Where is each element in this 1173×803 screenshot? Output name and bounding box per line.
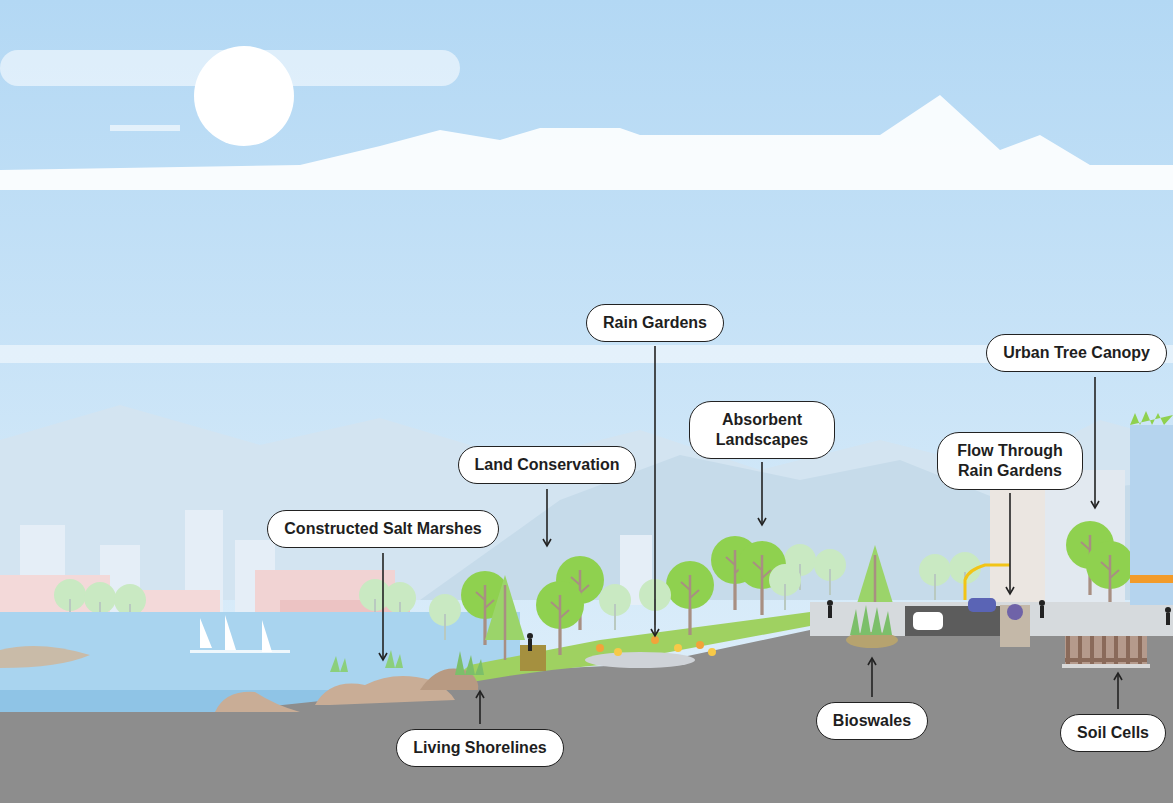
- rocky-shoreline: [215, 650, 484, 712]
- callout-text: Flow Through Rain Gardens: [954, 441, 1066, 481]
- leader-line: [479, 691, 481, 724]
- callout-label: Living Shorelines: [396, 729, 563, 767]
- conservation-marker: [520, 645, 546, 671]
- callout-text: Absorbent Landscapes: [706, 410, 818, 450]
- callout-label: Urban Tree Canopy: [986, 334, 1167, 372]
- landscape-trees: [429, 521, 1134, 660]
- leader-line: [654, 346, 656, 636]
- street: [810, 565, 1173, 648]
- callout-text: Land Conservation: [475, 455, 620, 475]
- leader-line: [1094, 377, 1096, 508]
- callout-text: Rain Gardens: [603, 313, 707, 333]
- leader-line: [1117, 673, 1119, 709]
- leader-line: [382, 553, 384, 660]
- leader-line: [761, 462, 763, 525]
- callout-text: Constructed Salt Marshes: [284, 519, 481, 539]
- callout-label: Bioswales: [816, 702, 928, 740]
- sun: [194, 46, 294, 146]
- clouds: [0, 50, 1173, 363]
- leader-line: [1009, 493, 1011, 594]
- leader-line: [871, 658, 873, 697]
- people: [527, 600, 1171, 651]
- building: [1130, 411, 1173, 605]
- callout-text: Soil Cells: [1077, 723, 1149, 743]
- callout-text: Urban Tree Canopy: [1003, 343, 1150, 363]
- callout-label: Constructed Salt Marshes: [267, 510, 498, 548]
- rain-garden-flowers: [585, 636, 716, 668]
- callout-text: Bioswales: [833, 711, 911, 731]
- callout-text: Living Shorelines: [413, 738, 546, 758]
- leader-line: [546, 489, 548, 546]
- callout-label: Flow Through Rain Gardens: [937, 432, 1083, 490]
- callout-label: Absorbent Landscapes: [689, 401, 835, 459]
- soil-cells: [1062, 636, 1150, 668]
- callout-label: Land Conservation: [458, 446, 637, 484]
- callout-label: Rain Gardens: [586, 304, 724, 342]
- callout-label: Soil Cells: [1060, 714, 1166, 752]
